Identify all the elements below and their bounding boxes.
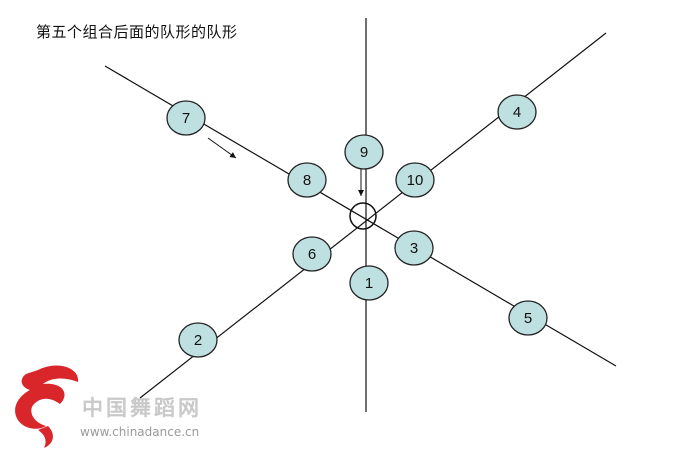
dancer-circle xyxy=(287,162,327,198)
dancer-circle xyxy=(497,94,537,130)
dancer-label: 10 xyxy=(407,172,424,189)
movement-arrow-7 xyxy=(207,137,237,159)
dancer-circle xyxy=(178,322,218,358)
chinadance-logo xyxy=(15,365,79,448)
dancer-label: 8 xyxy=(303,172,311,189)
watermark-chinese: 中国舞蹈网 xyxy=(82,395,202,420)
dancer-circle xyxy=(166,100,206,136)
dancer-circle xyxy=(508,300,548,336)
dancer-node-2: 2 xyxy=(178,322,218,358)
dancer-node-9: 9 xyxy=(344,134,384,170)
diagonal-line-ascending xyxy=(139,32,607,399)
dancer-node-10: 10 xyxy=(395,162,435,198)
dancer-label: 9 xyxy=(360,144,368,161)
dancer-label: 3 xyxy=(410,240,418,257)
dancer-label: 4 xyxy=(513,104,521,121)
dancer-label: 2 xyxy=(194,332,202,349)
dancer-circle xyxy=(394,230,434,266)
dancer-circle xyxy=(349,265,389,301)
dancer-label: 1 xyxy=(365,275,373,292)
dancer-node-5: 5 xyxy=(508,300,548,336)
watermark-url: www.chinadance.cn xyxy=(80,425,200,439)
dancer-node-6: 6 xyxy=(292,236,332,272)
dancer-node-8: 8 xyxy=(287,162,327,198)
center-marker xyxy=(349,202,377,230)
dancer-node-4: 4 xyxy=(497,94,537,130)
dancer-circle xyxy=(395,162,435,198)
dancer-node-3: 3 xyxy=(394,230,434,266)
dancer-label: 6 xyxy=(308,246,316,263)
dancer-circle xyxy=(292,236,332,272)
dancer-label: 5 xyxy=(524,310,532,327)
dancer-node-1: 1 xyxy=(349,265,389,301)
dancer-circle xyxy=(344,134,384,170)
diagram-title: 第五个组合后面的队形的队形 xyxy=(36,23,238,41)
dancer-label: 7 xyxy=(182,110,190,127)
dancer-node-7: 7 xyxy=(166,100,206,136)
